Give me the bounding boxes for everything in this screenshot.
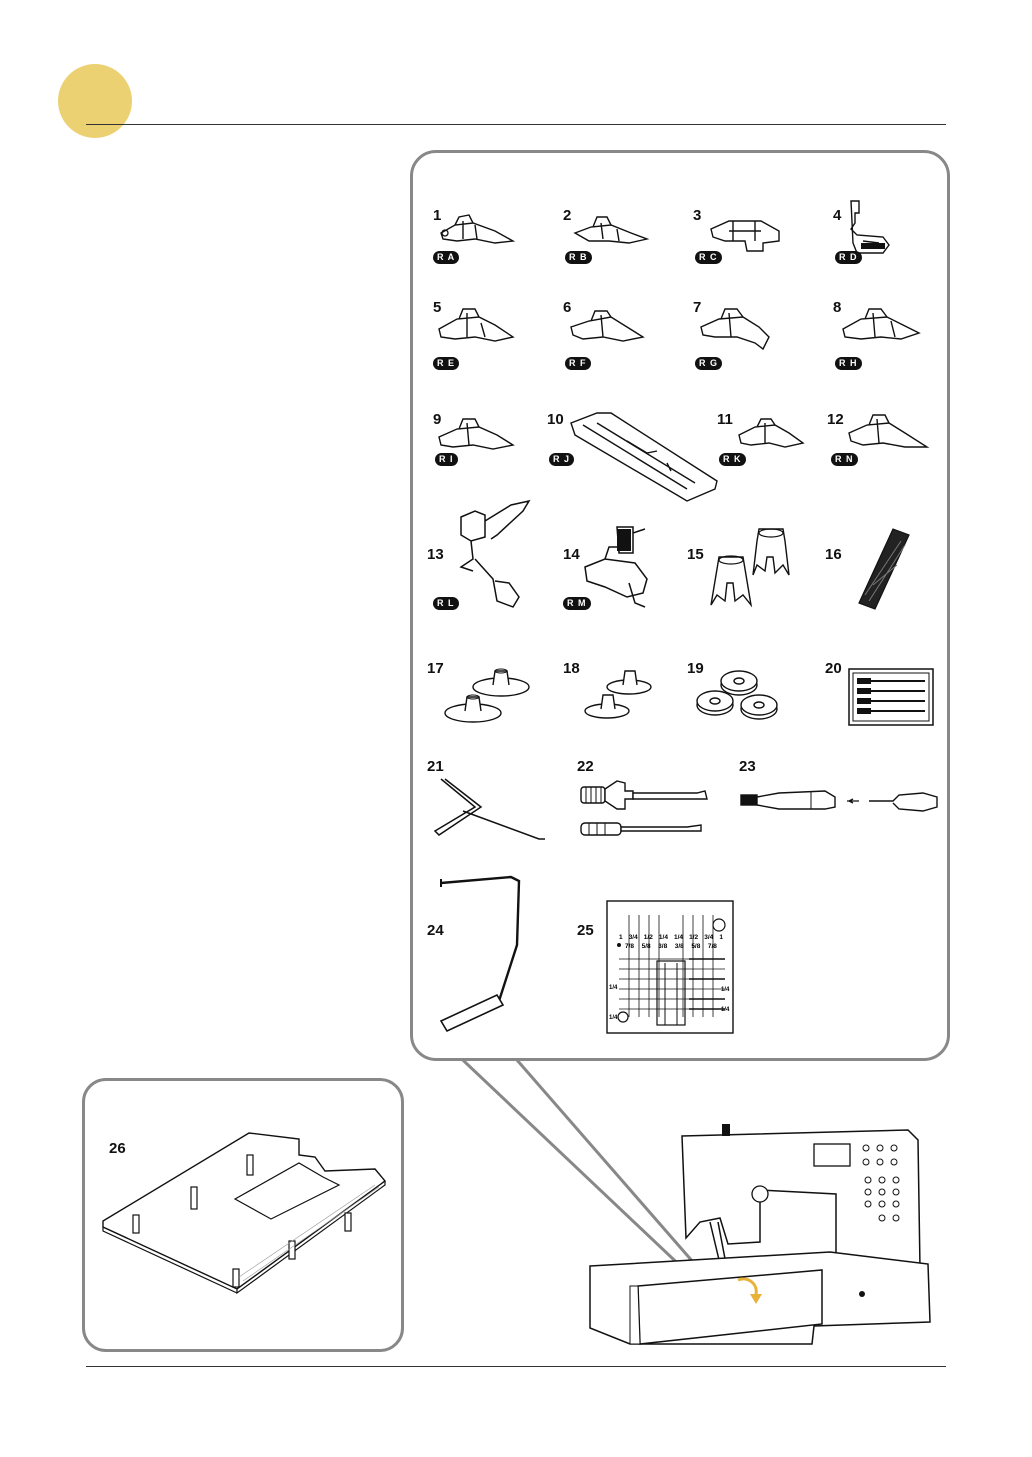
scale-side-mark: 1/4	[721, 987, 730, 993]
bobbins-image	[695, 667, 785, 729]
item-number-15: 15	[687, 546, 704, 563]
quilting-foot-image	[453, 499, 543, 619]
extension-table-panel: 26	[82, 1078, 404, 1352]
item-code-8: R H	[835, 357, 862, 370]
presser-foot-3-image	[705, 211, 785, 253]
seam-guide-image	[429, 777, 549, 847]
brush-seam-ripper-image	[739, 783, 943, 819]
item-number-13: 13	[427, 546, 444, 563]
spool-holder-image	[705, 527, 805, 617]
item-number-3: 3	[693, 207, 702, 224]
accessories-panel: 1 R A 2 R B 3 R C 4 R D 5 R E 6 R F 7 R …	[410, 150, 950, 1061]
item-code-2: R B	[565, 251, 592, 264]
knee-lifter-image	[437, 875, 527, 1045]
needle-plate-image	[605, 899, 737, 1037]
scale-mark: 1/4	[658, 934, 668, 941]
item-number-8: 8	[833, 299, 842, 316]
presser-foot-11-image	[735, 415, 805, 455]
scale-top-row: 1 3/4 1/2 1/4 1/4 1/2 3/4 1	[619, 934, 723, 941]
item-number-6: 6	[563, 299, 572, 316]
presser-foot-1-image	[435, 211, 516, 251]
item-number-19: 19	[687, 660, 704, 677]
scale-mark: 1	[719, 934, 723, 941]
presser-foot-9-image	[435, 415, 515, 457]
item-code-7: R G	[695, 357, 723, 370]
presser-foot-2-image	[571, 211, 651, 251]
scale-second-row: 7/8 5/8 3/8 3/8 5/8 7/8	[619, 941, 723, 950]
needle-pack-image	[847, 667, 937, 729]
item-number-24: 24	[427, 922, 444, 939]
item-code-3: R C	[695, 251, 722, 264]
item-code-11: R K	[719, 453, 746, 466]
walking-foot-image	[575, 523, 665, 613]
scale-mark: 5/8	[691, 943, 701, 950]
item-number-20: 20	[825, 660, 842, 677]
item-number-22: 22	[577, 758, 594, 775]
item-number-4: 4	[833, 207, 842, 224]
scale-side-mark: 1/4	[609, 1015, 618, 1021]
item-code-12: R N	[831, 453, 858, 466]
scale-mark: 1/2	[643, 934, 653, 941]
item-code-9: R I	[435, 453, 458, 466]
item-code-14: R M	[563, 597, 591, 610]
scale-mark: 1	[619, 934, 623, 941]
needle-plate-scale: 1 3/4 1/2 1/4 1/4 1/2 3/4 1 7/8 5/8 3/8 …	[619, 934, 723, 958]
sewing-machine-image	[589, 1118, 936, 1346]
item-number-16: 16	[825, 546, 842, 563]
scale-mark: 5/8	[641, 943, 651, 950]
scale-mark: 3/8	[674, 943, 684, 950]
presser-foot-4-image	[843, 199, 903, 259]
item-code-4: R D	[835, 251, 862, 264]
item-number-11: 11	[717, 411, 733, 428]
buttonhole-foot-image	[567, 411, 727, 511]
item-code-13: R L	[433, 597, 459, 610]
presser-foot-6-image	[567, 303, 647, 349]
presser-foot-5-image	[435, 303, 515, 349]
presser-foot-7-image	[697, 303, 777, 353]
scale-mark: 1/2	[689, 934, 699, 941]
scale-side-mark: 1/4	[609, 985, 618, 991]
item-code-5: R E	[433, 357, 460, 370]
item-code-1: R A	[433, 251, 460, 264]
scale-mark: 3/4	[628, 934, 638, 941]
item-number-9: 9	[433, 411, 442, 428]
item-number-21: 21	[427, 758, 444, 775]
header-rule	[86, 124, 946, 125]
item-code-6: R F	[565, 357, 591, 370]
spool-cap-small-image	[583, 663, 663, 733]
scale-mark: 1/4	[674, 934, 684, 941]
thread-net-image	[853, 525, 913, 615]
scale-mark: 7/8	[625, 943, 635, 950]
footer-rule	[86, 1366, 946, 1367]
item-number-26: 26	[109, 1140, 126, 1157]
presser-foot-8-image	[837, 303, 921, 349]
scale-side-mark: 1/4	[721, 1007, 730, 1013]
item-number-14: 14	[563, 546, 580, 563]
screwdrivers-image	[577, 777, 717, 847]
item-number-18: 18	[563, 660, 580, 677]
item-number-25: 25	[577, 922, 594, 939]
item-number-1: 1	[433, 207, 442, 224]
item-number-5: 5	[433, 299, 442, 316]
spool-cap-large-image	[443, 661, 539, 731]
item-code-10: R J	[549, 453, 575, 466]
item-number-17: 17	[427, 660, 444, 677]
item-number-10: 10	[547, 411, 564, 428]
presser-foot-12-image	[845, 411, 930, 459]
item-number-12: 12	[827, 411, 844, 428]
item-number-7: 7	[693, 299, 702, 316]
item-number-23: 23	[739, 758, 756, 775]
extension-table-image	[99, 1127, 389, 1297]
scale-mark: 7/8	[707, 943, 717, 950]
item-number-2: 2	[563, 207, 572, 224]
section-badge	[58, 64, 132, 138]
scale-mark: 3/8	[658, 943, 668, 950]
scale-mark: 3/4	[704, 934, 714, 941]
